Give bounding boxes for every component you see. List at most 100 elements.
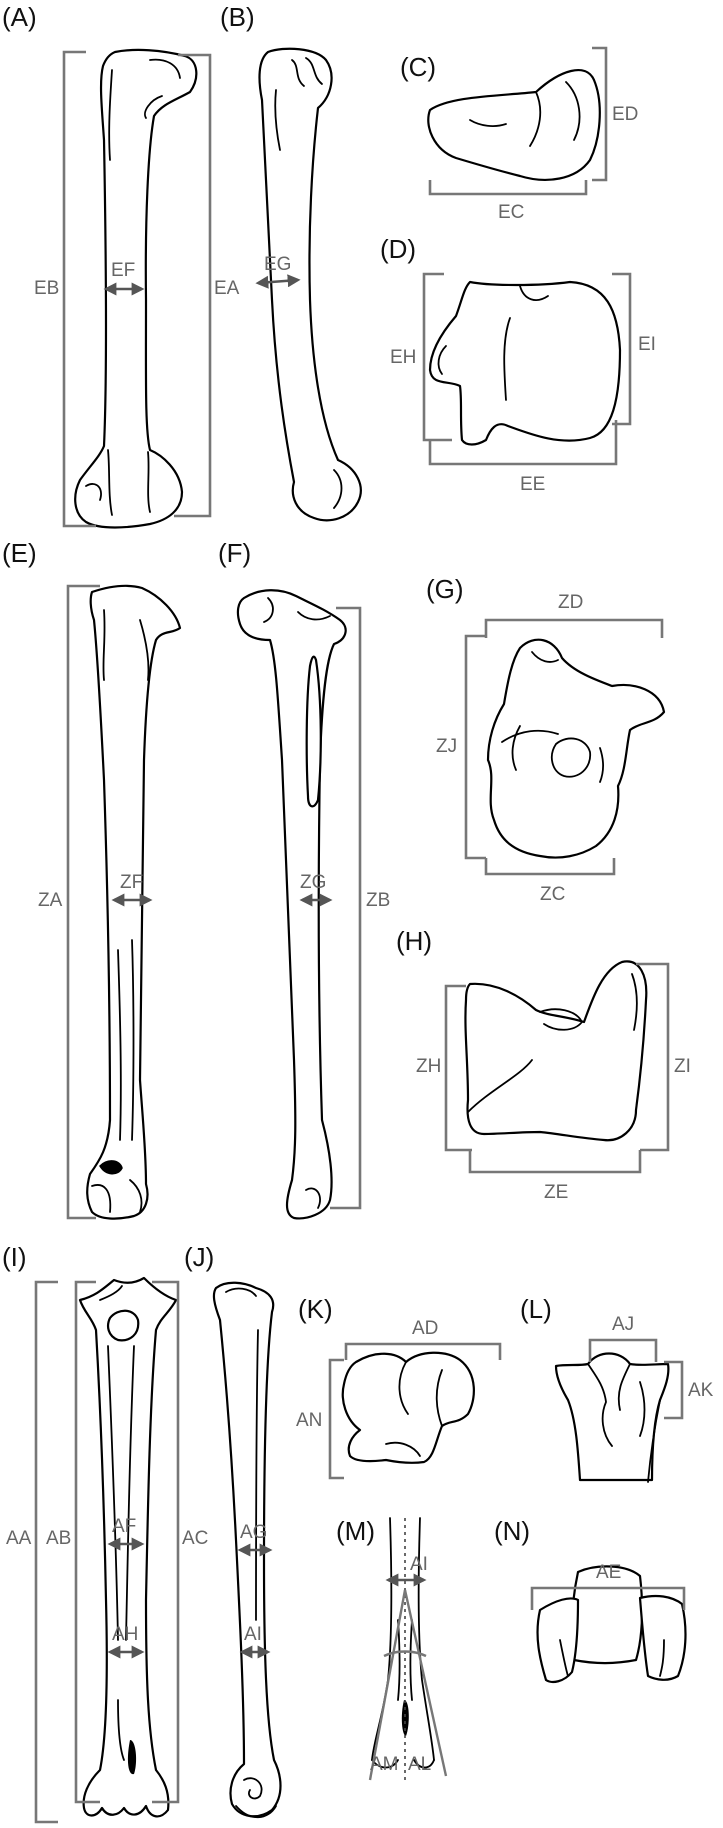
tibiotarsus-lateral-outline (236, 589, 347, 1220)
label-ah: AH (112, 1624, 138, 1645)
label-ai-j: AI (244, 1624, 262, 1645)
label-zi: ZI (674, 1056, 691, 1077)
panel-label-a: (A) (2, 2, 37, 32)
femur-distal-outline (428, 280, 622, 446)
panel-f: (F) ZB ZG (218, 538, 390, 1220)
bracket-zi (636, 962, 670, 1152)
panel-a: (A) EB EA EF (2, 2, 240, 529)
trochlea-medial-outline (638, 1594, 687, 1681)
panel-c: (C) ED EC (400, 46, 638, 223)
bracket-zd (484, 618, 664, 638)
bracket-zj (464, 634, 486, 860)
panel-l: (L) AJ AK (520, 1294, 714, 1483)
panel-e: (E) ZA ZF (2, 538, 182, 1220)
panel-n: (N) AE (494, 1516, 687, 1683)
panel-label-i: (I) (2, 1242, 27, 1272)
label-zg: ZG (300, 872, 326, 893)
tibiotarsus-anterior-outline (86, 584, 182, 1220)
bracket-ed (592, 46, 608, 182)
label-ae: AE (596, 1562, 621, 1583)
panel-label-h: (H) (396, 926, 432, 956)
label-ag: AG (240, 1522, 267, 1543)
bracket-zh (444, 984, 472, 1152)
label-ec: EC (498, 202, 524, 223)
bracket-ec (428, 180, 588, 196)
label-eb: EB (34, 278, 59, 299)
panel-label-b: (B) (220, 2, 255, 32)
panel-label-c: (C) (400, 52, 436, 82)
panel-m: (M) AI AM AL (336, 1516, 448, 1782)
angle-line-right (403, 1589, 448, 1777)
bracket-aj (588, 1338, 658, 1362)
tibiotarsus-fibula-ridge (305, 655, 322, 808)
bracket-ac (152, 1280, 180, 1804)
bracket-zb (330, 606, 362, 1210)
panel-label-l: (L) (520, 1294, 552, 1324)
bracket-aa (34, 1280, 58, 1824)
panel-label-m: (M) (336, 1516, 375, 1546)
label-aa: AA (6, 1528, 32, 1549)
panel-d: (D) EH EI EE (380, 234, 656, 495)
label-ef: EF (111, 260, 135, 281)
femur-lateral-outline (258, 47, 362, 522)
label-ad: AD (412, 1318, 438, 1339)
label-an: AN (296, 1410, 322, 1431)
tarsometatarsus-proximal-outline (341, 1351, 475, 1464)
bracket-ea (174, 53, 212, 518)
angle-arc (383, 1650, 427, 1658)
femur-proximal-outline (427, 69, 601, 181)
label-aj: AJ (612, 1314, 634, 1335)
label-eh: EH (390, 347, 416, 368)
tarsometatarsus-proximal-anterior-outline (554, 1352, 670, 1482)
label-za: ZA (38, 890, 63, 911)
label-ed: ED (612, 104, 638, 125)
bracket-ae (530, 1586, 686, 1610)
label-af: AF (112, 1516, 136, 1537)
bracket-zc (484, 858, 616, 876)
panel-label-g: (G) (426, 574, 464, 604)
panel-label-d: (D) (380, 234, 416, 264)
bracket-eh (422, 272, 452, 442)
bracket-ak (664, 1360, 684, 1420)
panel-label-k: (K) (298, 1294, 333, 1324)
panel-g: (G) ZD ZJ ZC (426, 574, 666, 905)
panel-i: (I) AA AB AC AF AH (2, 1242, 208, 1824)
bracket-eb (62, 50, 96, 528)
label-zh: ZH (416, 1056, 441, 1077)
label-zf: ZF (120, 872, 143, 893)
tibiotarsus-proximal-outline (486, 638, 666, 859)
angle-line-left (368, 1589, 407, 1781)
panel-k: (K) AD AN (296, 1294, 502, 1480)
label-ee: EE (520, 474, 545, 495)
panel-b: (B) EG (220, 2, 362, 522)
label-ei: EI (638, 334, 656, 355)
bracket-ad (344, 1342, 502, 1360)
label-ai-m: AI (410, 1554, 428, 1575)
bracket-an (328, 1358, 344, 1480)
panel-label-n: (N) (494, 1516, 530, 1546)
label-ze: ZE (544, 1182, 568, 1203)
panel-h: (H) ZH ZI ZE (396, 926, 691, 1203)
label-zc: ZC (540, 884, 565, 905)
tibiotarsus-distal-outline (464, 960, 648, 1142)
panel-label-f: (F) (218, 538, 251, 568)
label-zd: ZD (558, 592, 583, 613)
label-zj: ZJ (436, 736, 457, 757)
label-ea: EA (214, 278, 240, 299)
panel-j: (J) AG AI (184, 1242, 282, 1819)
label-eg: EG (264, 254, 291, 275)
hypotarsus-outline (107, 1309, 140, 1342)
bracket-ei (612, 272, 632, 426)
label-ak: AK (688, 1380, 714, 1401)
label-al: AL (408, 1754, 431, 1775)
trochlea-lateral-outline (536, 1597, 580, 1683)
bracket-ab (74, 1280, 100, 1804)
bracket-za (66, 584, 100, 1220)
bracket-ee (428, 420, 618, 466)
label-ac: AC (182, 1528, 208, 1549)
label-am: AM (370, 1754, 399, 1775)
arrow-eg (255, 274, 301, 289)
label-zb: ZB (366, 890, 390, 911)
panel-label-e: (E) (2, 538, 37, 568)
